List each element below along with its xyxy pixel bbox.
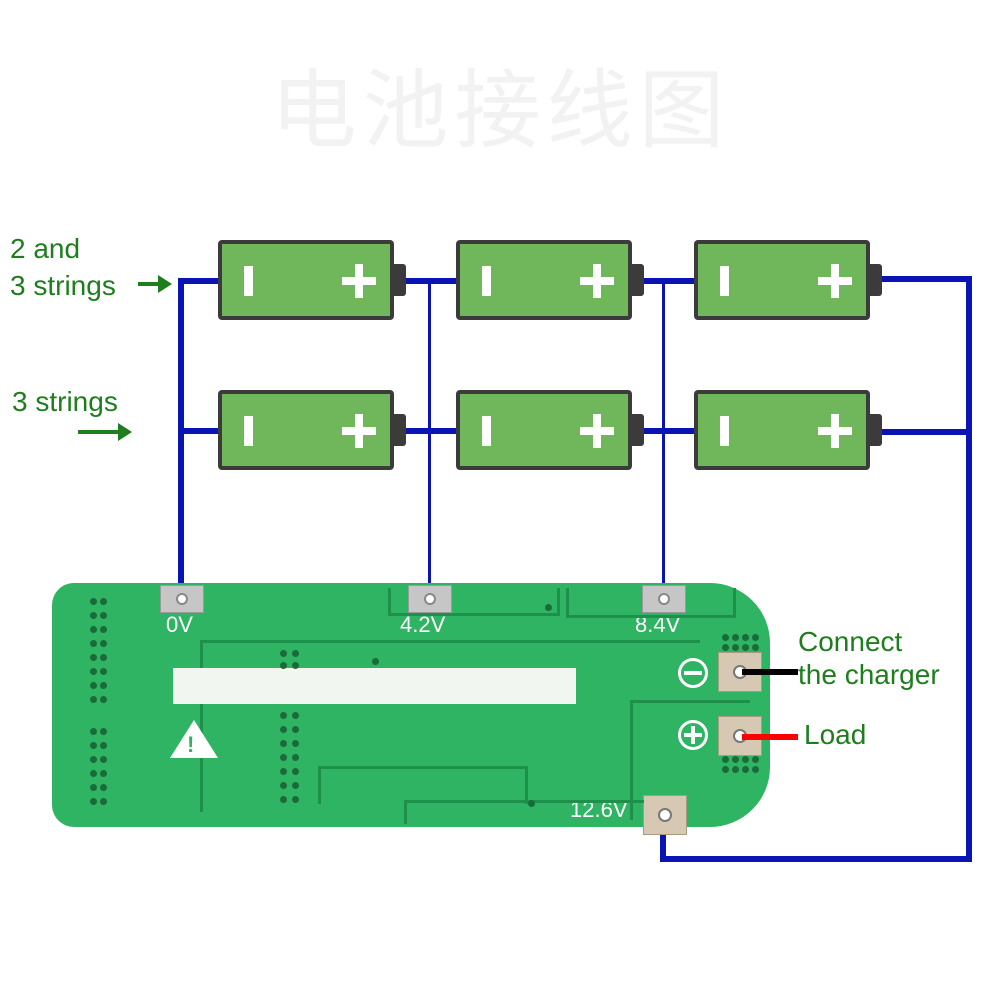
pad-4-2v xyxy=(408,585,452,613)
pad-4-2v-label: 4.2V xyxy=(400,612,446,637)
battery-icon xyxy=(218,240,406,320)
via xyxy=(528,800,535,807)
label-2-and-3-strings: 2 and 3 strings xyxy=(10,230,116,304)
pad-0v xyxy=(160,585,204,613)
wire-right-top-horizontal xyxy=(878,276,972,282)
wire-left-vertical xyxy=(178,278,184,598)
wire-bottom-horizontal xyxy=(660,856,972,862)
connect-charger-label: Connect the charger xyxy=(798,625,940,691)
pad-12-6v xyxy=(643,795,687,835)
battery-icon xyxy=(456,240,644,320)
label-line-1: 2 and xyxy=(10,233,81,264)
battery-icon xyxy=(456,390,644,470)
charger-line-1: Connect xyxy=(798,626,903,657)
battery-icon xyxy=(694,390,882,470)
wire-right-vertical xyxy=(966,276,972,862)
via xyxy=(545,604,552,611)
label-3-strings: 3 strings xyxy=(12,386,118,417)
wire-right-mid-horizontal xyxy=(878,429,972,435)
wire-left-bottom-horizontal xyxy=(178,428,218,434)
arrow-right-icon xyxy=(78,423,132,441)
via xyxy=(372,658,379,665)
board-trace xyxy=(318,766,528,804)
warning-icon xyxy=(170,720,218,758)
wire-12-6v-drop xyxy=(660,810,666,862)
minus-circle-icon xyxy=(678,658,708,688)
diagram-title: 电池接线图 xyxy=(270,61,731,161)
label-line-2: 3 strings xyxy=(10,270,116,301)
pad-0v-label: 0V xyxy=(166,612,193,637)
board-trace xyxy=(566,588,736,618)
warning-icon-mark: ! xyxy=(187,732,195,757)
load-label: Load xyxy=(804,719,867,750)
board-trace xyxy=(630,700,750,820)
wire-left-top-horizontal xyxy=(178,278,218,284)
charger-lead xyxy=(742,669,798,675)
wire-tap-4-2v xyxy=(428,278,431,598)
board-trace xyxy=(404,800,644,824)
battery-icon xyxy=(694,240,882,320)
plus-circle-icon xyxy=(678,720,708,750)
wire-row2-link-2 xyxy=(638,428,694,434)
load-lead xyxy=(742,734,798,740)
battery-icon xyxy=(218,390,406,470)
wire-tap-8-4v xyxy=(662,278,665,598)
label-strip xyxy=(173,668,576,704)
board-trace xyxy=(388,588,560,616)
wire-row1-link-2 xyxy=(638,278,694,284)
arrow-right-icon xyxy=(138,275,172,293)
pad-8-4v xyxy=(642,585,686,613)
charger-line-2: the charger xyxy=(798,659,940,690)
bms-board xyxy=(52,583,770,827)
